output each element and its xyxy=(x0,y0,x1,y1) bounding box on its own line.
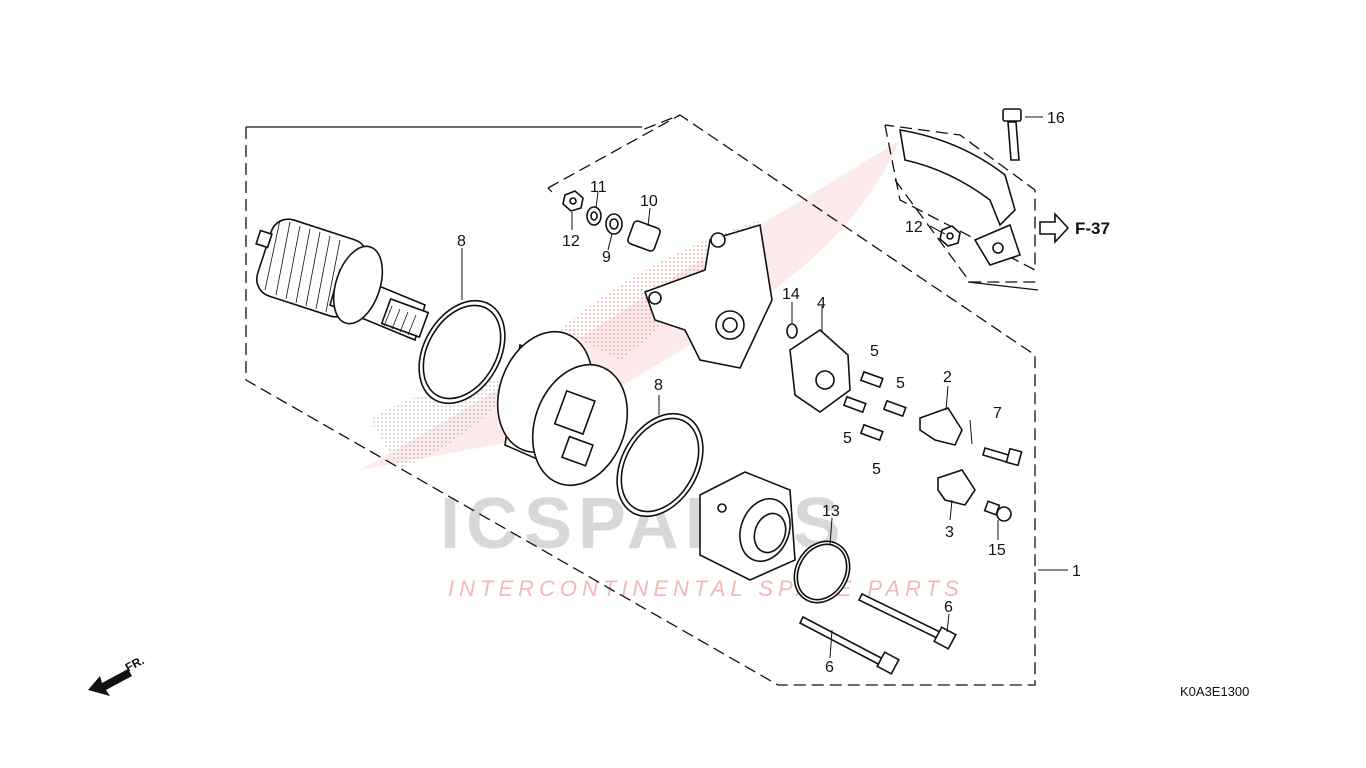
callout-9: 9 xyxy=(602,249,611,266)
front-direction-indicator: FR. xyxy=(88,653,146,696)
leader-lines xyxy=(461,116,1068,659)
callout-11: 11 xyxy=(590,179,607,196)
rear-cover xyxy=(643,223,773,369)
callout-7: 7 xyxy=(993,405,1002,422)
brush-holder-4 xyxy=(789,328,851,413)
diagram-code: K0A3E1300 xyxy=(1180,684,1249,699)
callout-3: 3 xyxy=(945,524,954,541)
brush-2 xyxy=(919,407,963,446)
callout-5d: 5 xyxy=(872,461,881,478)
callout-14: 14 xyxy=(782,286,800,303)
bolt-6-upper xyxy=(857,592,957,650)
assembly-outline xyxy=(245,114,1040,686)
callout-5c: 5 xyxy=(843,430,852,447)
callout-15: 15 xyxy=(988,542,1006,559)
callout-5a: 5 xyxy=(870,343,879,360)
bolt-7 xyxy=(982,447,1023,467)
callout-5b: 5 xyxy=(896,375,905,392)
callout-1: 1 xyxy=(1072,563,1081,580)
callout-6b: 6 xyxy=(825,659,834,676)
o-ring-8-right xyxy=(616,412,704,518)
callout-12b: 12 xyxy=(905,219,923,236)
bolt-6-lower xyxy=(798,615,900,675)
insulator-10 xyxy=(627,220,661,252)
nut-12-left xyxy=(562,190,584,212)
reference-arrow-f37: F-37 xyxy=(1039,211,1110,245)
o-ring-8-left xyxy=(418,299,506,405)
screw-15 xyxy=(983,500,1012,522)
callout-10: 10 xyxy=(640,193,658,210)
bolt-16 xyxy=(1002,108,1022,161)
yoke-housing xyxy=(496,330,629,487)
washer-9 xyxy=(605,213,623,235)
callouts: 1 2 3 4 5 5 5 5 6 6 7 8 8 9 10 11 12 12 … xyxy=(457,110,1081,676)
armature xyxy=(255,218,430,342)
callout-8a: 8 xyxy=(457,233,466,250)
nut-12-right xyxy=(939,225,961,247)
springs-5 xyxy=(842,370,907,442)
callout-12a: 12 xyxy=(562,233,580,250)
o-ring-14 xyxy=(786,323,798,339)
reference-label: F-37 xyxy=(1075,219,1110,238)
cable-clamp xyxy=(899,129,1022,266)
watermark-tagline: INTERCONTINENTAL SPARE PARTS xyxy=(448,576,964,601)
callout-6a: 6 xyxy=(944,599,953,616)
brush-3 xyxy=(937,469,976,506)
callout-16: 16 xyxy=(1047,110,1065,127)
washer-11 xyxy=(586,206,602,226)
callout-8b: 8 xyxy=(654,377,663,394)
callout-4: 4 xyxy=(817,295,826,312)
front-cover xyxy=(699,471,796,581)
o-ring-13 xyxy=(793,540,851,604)
callout-2: 2 xyxy=(943,369,952,386)
callout-13: 13 xyxy=(822,503,840,520)
